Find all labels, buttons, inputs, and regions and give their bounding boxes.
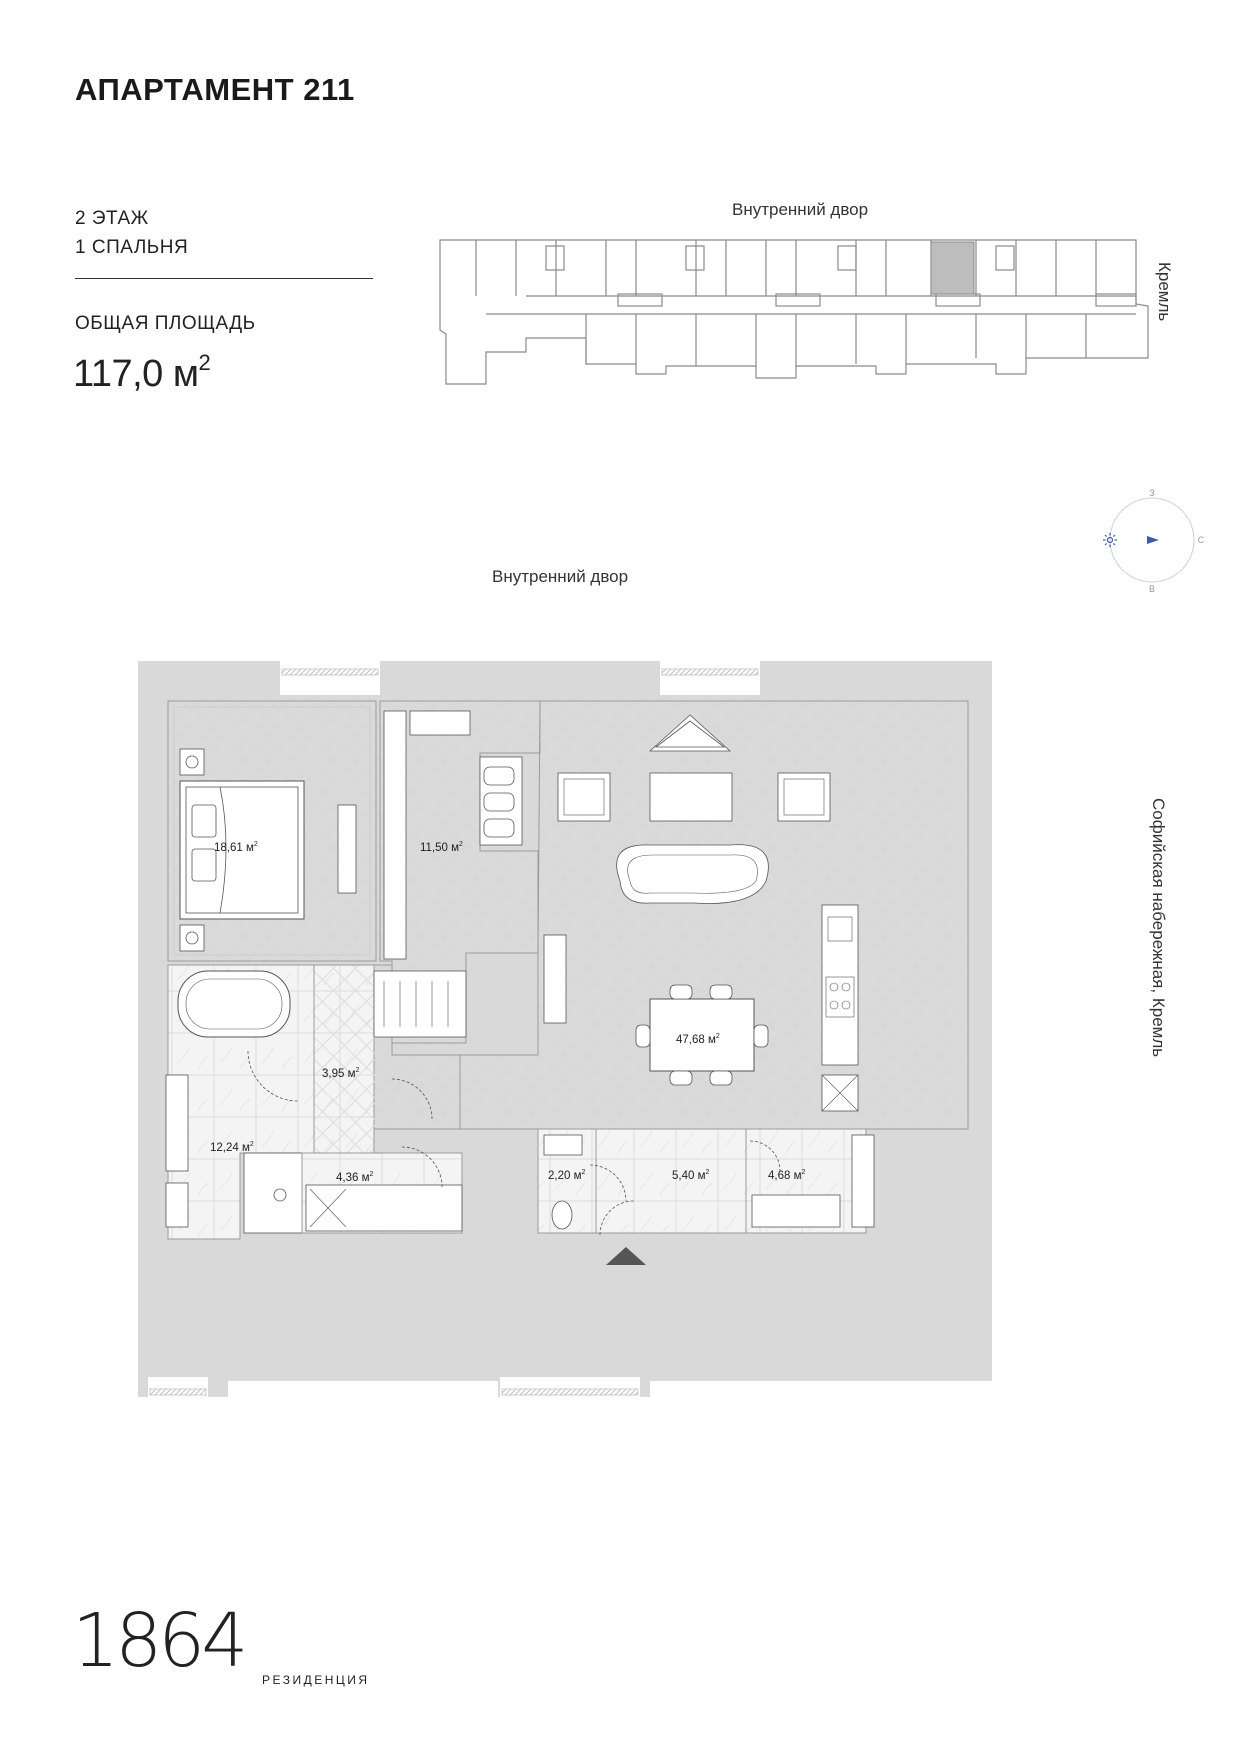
storage-icon	[373, 970, 467, 1038]
door-swing	[589, 1164, 627, 1202]
vanity-icon	[165, 1074, 189, 1172]
compass-east: С	[1198, 535, 1205, 545]
cooktop-icon	[825, 976, 855, 1018]
door-swing	[401, 1146, 443, 1188]
bathtub-icon	[177, 970, 291, 1038]
coffee-table-icon	[649, 772, 733, 822]
armchair-icon	[777, 772, 831, 822]
key-plan-courtyard-label: Внутренний двор	[732, 200, 869, 219]
console-icon	[543, 934, 567, 1024]
plan-embankment-label: Софийская набережная, Кремль	[1149, 798, 1168, 1058]
door-swing	[749, 1140, 781, 1172]
dining-chair-icon	[635, 984, 769, 1086]
key-plan-apartment-highlight	[930, 241, 975, 295]
door-swing	[599, 1200, 635, 1236]
toilet-icon	[551, 1200, 573, 1230]
bedrooms-label: 1 СПАЛЬНЯ	[75, 237, 189, 258]
entrance-floor	[595, 1128, 747, 1234]
compass-north: З	[1149, 488, 1154, 498]
compass-south: В	[1149, 584, 1155, 594]
room-area-entrance: 5,40 м2	[672, 1169, 709, 1182]
sink-icon	[827, 916, 853, 942]
nightstand-icon	[179, 748, 205, 776]
key-plan	[439, 239, 1149, 385]
divider	[75, 278, 373, 279]
sofa-icon	[616, 844, 769, 904]
shoe-rack-icon	[851, 1134, 875, 1228]
door-swing	[391, 1078, 433, 1120]
wc-sink-icon	[543, 1134, 583, 1156]
closet-icon	[383, 710, 407, 960]
compass-needle-icon	[1147, 536, 1159, 544]
dining-table-icon	[649, 998, 755, 1072]
room-area-bathroom: 12,24 м2	[210, 1141, 254, 1154]
armchair-icon	[557, 772, 611, 822]
compass-ring	[1109, 497, 1195, 583]
kitchen-counter-icon	[821, 904, 859, 1066]
room-area-living: 47,68 м2	[676, 1033, 720, 1046]
room-area-wc: 2,20 м2	[548, 1169, 585, 1182]
sun-icon	[1103, 533, 1117, 547]
tv-unit-icon	[337, 804, 357, 894]
total-area-label: ОБЩАЯ ПЛОЩАДЬ	[75, 313, 256, 334]
nightstand-icon	[179, 924, 205, 952]
shower-icon	[243, 1152, 307, 1234]
compass: З С В	[1103, 488, 1205, 594]
room-area-dressing: 4,68 м2	[768, 1169, 805, 1182]
brand-subtitle: РЕЗИДЕНЦИЯ	[262, 1673, 370, 1687]
brand-logo: 1864	[72, 1598, 248, 1684]
room-area-wardrobe: 11,50 м2	[420, 841, 463, 854]
washer-icon	[305, 1184, 463, 1232]
plan-courtyard-label: Внутренний двор	[492, 567, 629, 586]
entrance-arrow-icon	[606, 1247, 646, 1265]
total-area-value: 117,0 м2	[73, 350, 211, 395]
floor-label: 2 ЭТАЖ	[75, 208, 149, 229]
apartment-title: АПАРТАМЕНТ 211	[75, 72, 355, 107]
room-area-laundry: 4,36 м2	[336, 1171, 373, 1184]
bidet-icon	[165, 1182, 189, 1228]
fireplace-icon	[648, 714, 732, 752]
room-area-hallway: 3,95 м2	[322, 1067, 359, 1080]
floor-plan: 18,61 м2 11,50 м2 3,95 м2 47,68 м2 12,24…	[138, 655, 992, 1401]
room-area-bedroom: 18,61 м2	[214, 841, 258, 854]
